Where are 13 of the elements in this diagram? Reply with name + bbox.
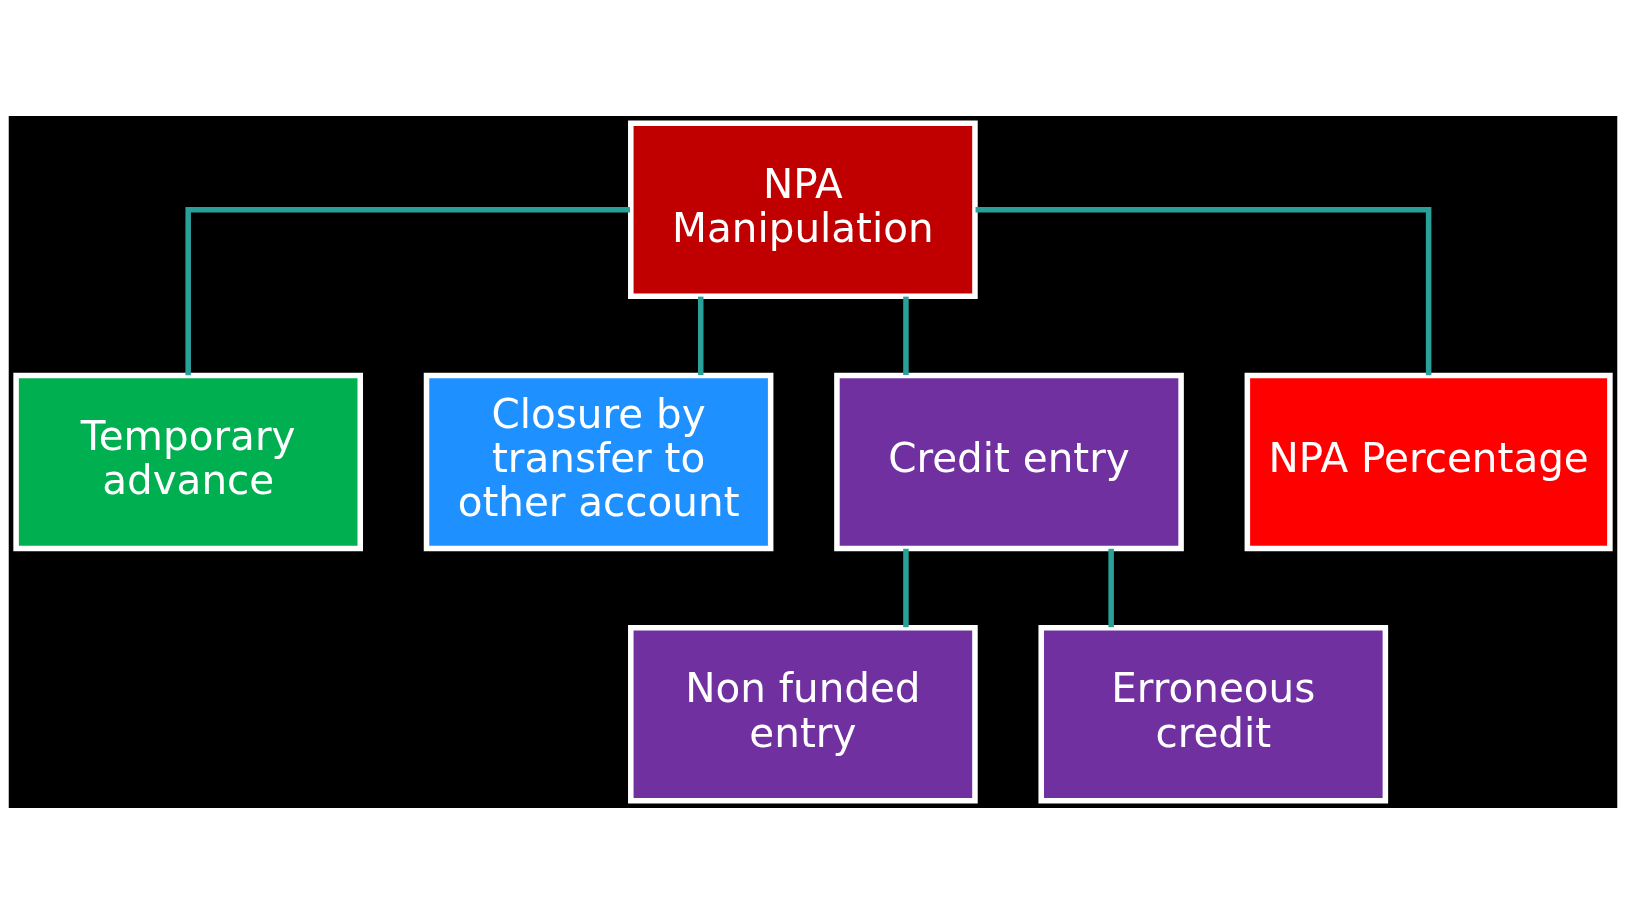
connector [185,206,630,375]
node-box: Temporary advance [13,372,363,551]
node-box: Non funded entry [628,624,978,803]
connector [903,296,909,375]
connector [903,548,909,627]
node-box: Credit entry [834,372,1184,551]
node-box: NPA Manipulation [628,120,978,299]
connector [1108,548,1114,627]
connector [697,296,704,375]
connector [975,206,1432,375]
node-box: Erroneous credit [1038,624,1389,803]
node-box: Closure by transfer to other account [423,372,774,551]
node-box: NPA Percentage [1244,372,1613,551]
